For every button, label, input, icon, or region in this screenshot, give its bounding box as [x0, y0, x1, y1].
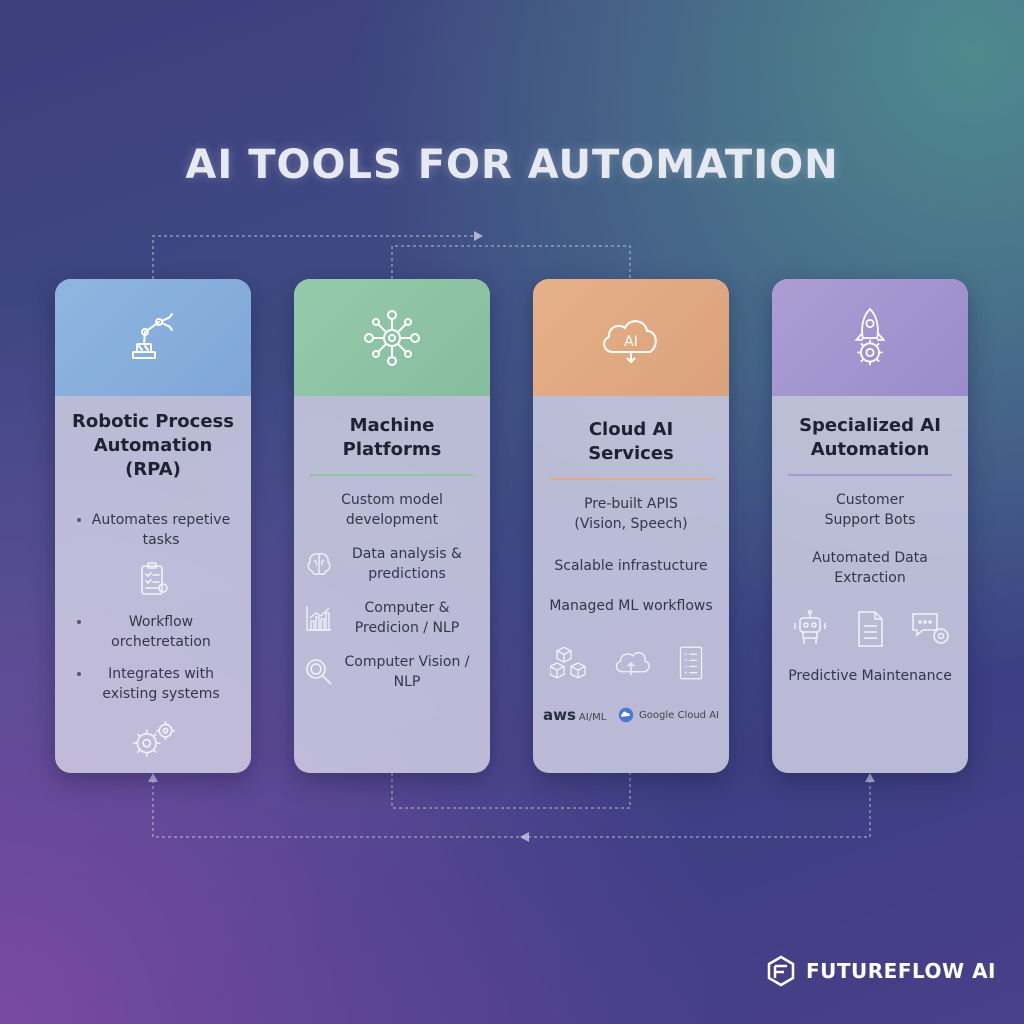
google-cloud-label: Google Cloud AI	[639, 709, 719, 721]
arrow-top	[474, 231, 483, 241]
magnifier-icon	[306, 659, 332, 685]
spec-icons-row	[772, 608, 968, 650]
robot-arm-icon	[132, 312, 173, 359]
cloud-item-1: Pre-built APIS (Vision, Speech)	[574, 496, 688, 532]
arrow-right-up	[865, 773, 875, 782]
card-cloud-header: AI	[533, 279, 729, 396]
connector-bottom-wide	[152, 780, 871, 838]
brand-logo: FUTUREFLOW AI	[764, 954, 996, 988]
google-cloud-logo: Google Cloud AI	[617, 706, 719, 724]
chat-support-icon	[912, 613, 949, 644]
card-specialized-divider	[788, 474, 952, 476]
card-rpa: Robotic Process Automation (RPA) Automat…	[55, 279, 251, 773]
brain-icon	[307, 553, 331, 576]
cloud-upload-icon	[615, 652, 650, 676]
spec-item-2: Automated Data Extraction	[812, 550, 928, 586]
ml-row-2: Data analysis & predictions	[294, 544, 490, 584]
card-ml: Machine Platforms Custom model developme…	[294, 279, 490, 773]
card-cloud-title: Cloud AI Services	[588, 419, 674, 464]
card-specialized-title: Specialized AI Automation	[799, 415, 941, 460]
cloud-item-3: Managed ML workflows	[549, 598, 713, 614]
rocket-gear-icon	[854, 307, 886, 365]
card-ml-header	[294, 279, 490, 396]
card-ml-title: Machine Platforms	[342, 415, 442, 460]
robot-icon	[794, 609, 826, 644]
gears-icon	[133, 721, 175, 757]
rpa-item-2: Workflow orchetretation	[55, 612, 251, 652]
network-hub-icon	[364, 309, 420, 366]
aws-logo: aws AI/ML	[543, 706, 606, 724]
card-cloud: AI Cloud AI Services Pre-built APIS (Vis…	[533, 279, 729, 773]
google-cloud-icon	[618, 707, 634, 723]
arrow-bottom	[520, 832, 529, 842]
connector-bottom-mid	[391, 773, 631, 809]
ai-cloud-label: AI	[624, 334, 638, 350]
futureflow-logo-icon	[767, 955, 795, 987]
aws-aiml-label: AI/ML	[578, 712, 607, 723]
card-specialized-header	[772, 279, 968, 396]
spec-item-3: Predictive Maintenance	[788, 668, 952, 684]
cubes-icon	[550, 646, 586, 679]
arrow-left-up	[148, 773, 158, 782]
ml-row-4: Computer Vision / NLP	[294, 652, 490, 692]
document-list-icon	[679, 646, 703, 680]
card-specialized: Specialized AI Automation Customer Suppo…	[772, 279, 968, 773]
cloud-icons-row	[533, 642, 729, 684]
card-ml-divider	[310, 474, 474, 476]
ml-item-3: Computer & Predicion / NLP	[354, 600, 460, 636]
cloud-item-2: Scalable infrastucture	[554, 558, 708, 574]
rpa-item-3: Integrates with existing systems	[55, 664, 251, 704]
ml-row-3: Computer & Predicion / NLP	[294, 598, 490, 638]
checklist-icon	[141, 562, 168, 595]
cloud-vendor-logos: aws AI/ML Google Cloud AI	[533, 706, 729, 724]
ml-item-2: Data analysis & predictions	[352, 546, 462, 582]
page-title: AI TOOLS FOR AUTOMATION	[185, 142, 839, 188]
rpa-item-1: Automates repetive tasks	[55, 510, 251, 550]
ml-item-4: Computer Vision / NLP	[344, 654, 470, 690]
connector-top-mid	[391, 245, 631, 279]
aws-wordmark: aws	[543, 706, 576, 724]
bar-chart-icon	[306, 606, 331, 631]
card-rpa-title: Robotic Process Automation (RPA)	[72, 411, 234, 480]
document-icon	[858, 611, 883, 647]
ml-item-1: Custom model development	[341, 492, 443, 528]
card-rpa-header	[55, 279, 251, 396]
spec-item-1: Customer Support Bots	[824, 492, 916, 528]
card-cloud-divider	[549, 478, 713, 480]
brand-name: FUTUREFLOW AI	[806, 959, 996, 983]
ai-cloud-icon: AI	[603, 319, 657, 363]
connector-top-left	[152, 235, 476, 279]
